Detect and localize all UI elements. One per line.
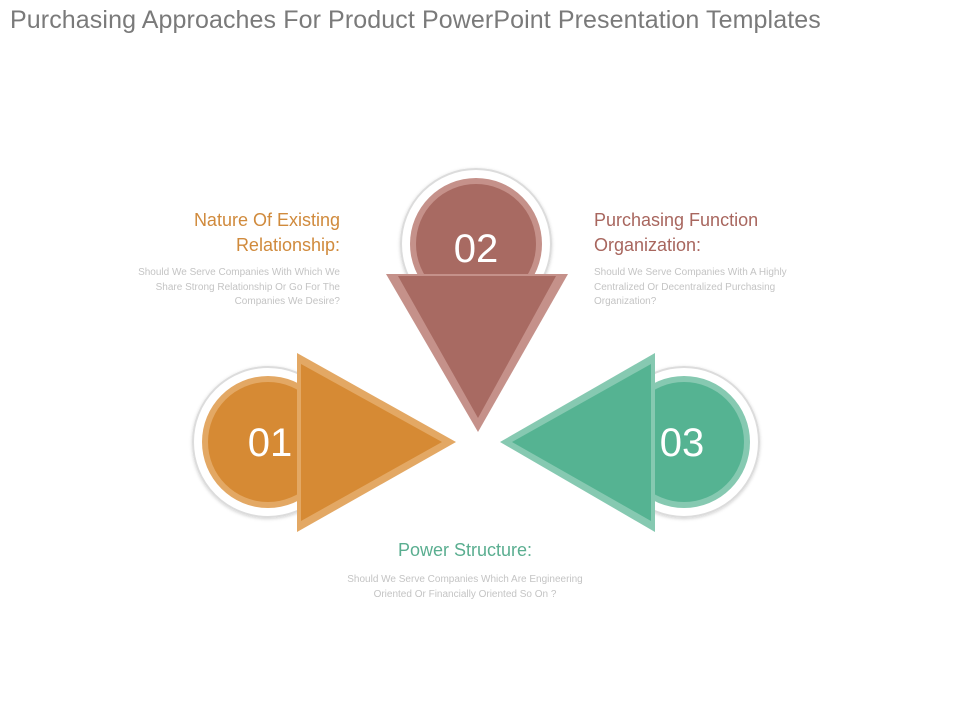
pointer-02-number: 02	[454, 227, 499, 271]
pointer-02: 02	[386, 168, 568, 432]
item-01-heading: Nature Of Existing Relationship:	[193, 210, 340, 255]
pointer-01-number: 01	[248, 421, 293, 465]
item-01-description: Should We Serve Companies With Which We …	[138, 267, 340, 307]
item-03-text: Power Structure: Should We Serve Compani…	[345, 538, 585, 602]
item-01-text: Nature Of Existing Relationship: Should …	[120, 208, 340, 310]
pointer-01: 01	[192, 353, 456, 532]
item-02-text: Purchasing Function Organization: Should…	[594, 208, 814, 310]
pointer-03-number: 03	[660, 421, 705, 465]
item-03-heading: Power Structure:	[397, 540, 533, 560]
item-02-heading: Purchasing Function Organization:	[594, 210, 759, 255]
item-02-description: Should We Serve Companies With A Highly …	[594, 267, 787, 307]
pointer-03: 03	[500, 353, 760, 532]
page-title: Purchasing Approaches For Product PowerP…	[10, 6, 821, 34]
item-03-description: Should We Serve Companies Which Are Engi…	[347, 574, 583, 600]
